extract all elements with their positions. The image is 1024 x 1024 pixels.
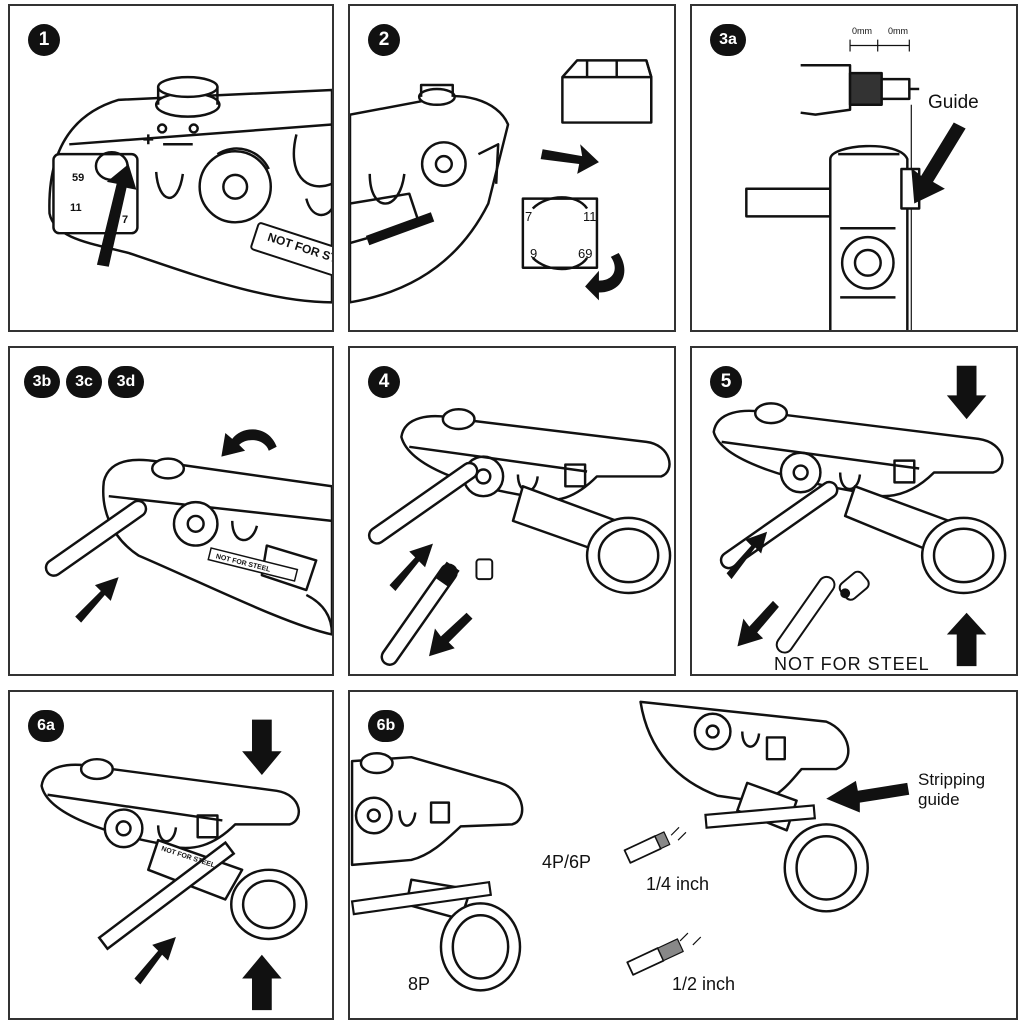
cartridge-label-69: 69 <box>578 246 593 261</box>
cartridge-label-7: 7 <box>525 209 533 224</box>
label-half-inch: 1/2 inch <box>672 974 736 994</box>
tool-illustration <box>745 39 966 330</box>
cartridge-mark-59: 59 <box>72 172 85 184</box>
label-quarter-inch: 1/4 inch <box>646 874 710 894</box>
panel-step-6b: 6b <box>348 690 1018 1020</box>
step-badge-6a: 6a <box>28 710 64 742</box>
step-badge-6b: 6b <box>368 710 404 742</box>
tool-illustration <box>712 365 1007 667</box>
panel-step-5: 5 NOT FOR STEEL <box>690 346 1018 676</box>
panel-step-1: 1 NOT FOR STE 59 11 7 <box>8 4 334 332</box>
step-badge-1: 1 <box>28 24 60 56</box>
panel-step-3a: 3a 0mm 0mm Guide <box>690 4 1018 332</box>
cartridge-mark-11: 11 <box>70 202 82 214</box>
tool-illustration <box>350 700 910 992</box>
step-badge-3b: 3b <box>24 366 60 398</box>
guide-label: Guide <box>928 92 979 113</box>
label-8p: 8P <box>408 974 431 994</box>
stripping-guide-line-1: Stripping <box>918 770 986 789</box>
panel-step-4: 4 <box>348 346 676 676</box>
step-badge-2: 2 <box>368 24 400 56</box>
panel-step-3b-3c-3d: 3b 3c 3d NOT FOR STEEL <box>8 346 334 676</box>
tool-illustration <box>350 59 653 304</box>
step-badge-3c: 3c <box>66 366 102 398</box>
tool-illustration <box>367 408 672 666</box>
tool-illustration <box>40 719 308 1011</box>
step-badge-4: 4 <box>368 366 400 398</box>
step-badge-5: 5 <box>710 366 742 398</box>
not-for-steel-warning: NOT FOR STEEL <box>774 654 930 674</box>
cartridge-label-11: 11 <box>583 209 597 224</box>
panel-step-6a: 6a NOT FOR STEEL <box>8 690 334 1020</box>
step-badge-3d: 3d <box>108 366 144 398</box>
cartridge-label-9: 9 <box>530 246 538 261</box>
panel-step-2: 2 7 11 9 69 <box>348 4 676 332</box>
cartridge-mark-7: 7 <box>122 214 129 226</box>
tool-illustration <box>48 75 332 304</box>
measure-right-label: 0mm <box>888 26 908 36</box>
measure-left-label: 0mm <box>852 26 872 36</box>
step-badge-3a: 3a <box>710 24 746 56</box>
stripping-guide-line-2: guide <box>918 790 960 809</box>
tool-illustration <box>44 429 332 636</box>
label-4p6p: 4P/6P <box>542 852 592 872</box>
stripping-guide-label: Stripping guide <box>918 770 985 810</box>
